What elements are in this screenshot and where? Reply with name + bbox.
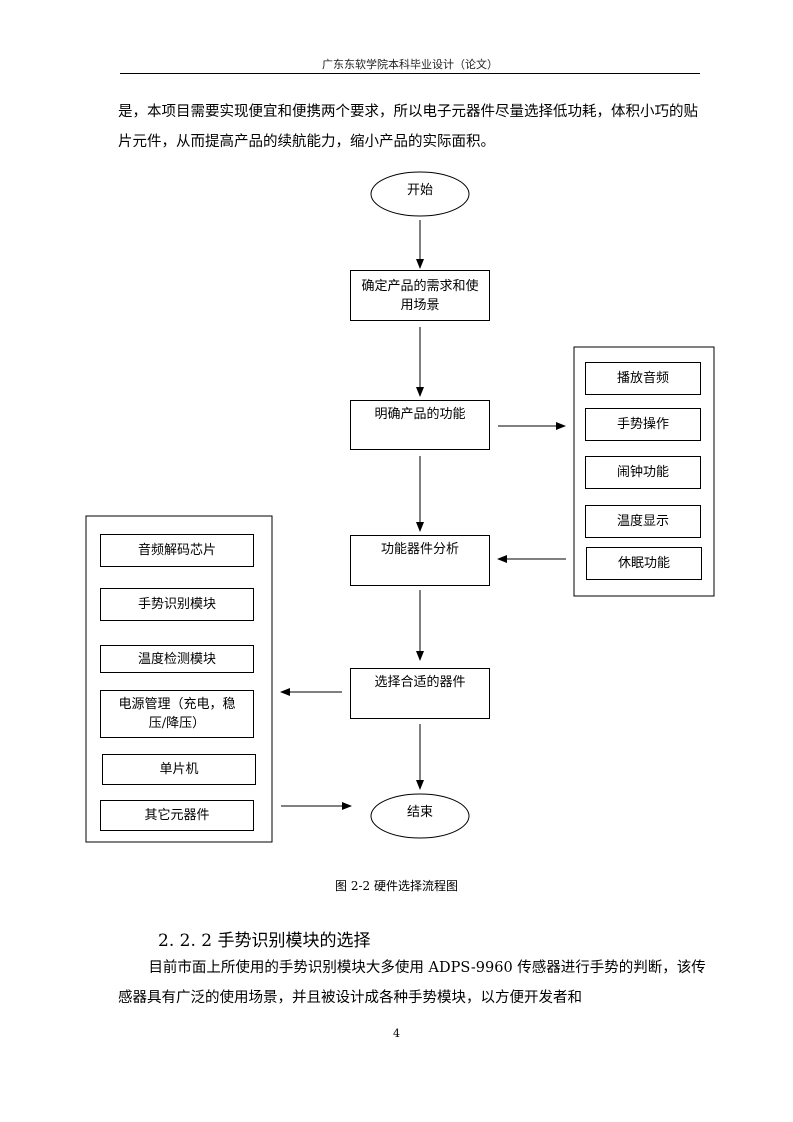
start-label: 开始: [406, 183, 433, 198]
function-item: 播放音频: [585, 362, 701, 395]
components-container: [85, 515, 273, 843]
page-number: 4: [393, 1027, 400, 1040]
section-title: 2. 2. 2 手势识别模块的选择: [158, 931, 371, 951]
component-item: 手势识别模块: [100, 588, 254, 621]
component-item: 单片机: [102, 754, 256, 785]
function-item: 闹钟功能: [585, 456, 701, 489]
start-ellipse: [370, 171, 470, 217]
step-analysis: 功能器件分析: [350, 535, 490, 586]
function-item: 手势操作: [585, 408, 701, 441]
function-item: 休眠功能: [586, 547, 702, 580]
end-ellipse: [370, 793, 470, 839]
page-header: 广东东软学院本科毕业设计（论文）: [322, 58, 498, 71]
component-item: 其它元器件: [100, 800, 254, 831]
component-item: 电源管理（充电，稳压/降压）: [100, 690, 254, 738]
paragraph-intro: 是，本项目需要实现便宜和便携两个要求，所以电子元器件尽量选择低功耗，体积小巧的贴…: [118, 104, 698, 150]
step-requirements: 确定产品的需求和使用场景: [350, 270, 490, 321]
component-item: 温度检测模块: [100, 645, 254, 673]
header-rule: [120, 73, 700, 74]
component-item: 音频解码芯片: [100, 534, 254, 567]
functions-container: [573, 346, 715, 597]
function-item: 温度显示: [585, 505, 701, 538]
paragraph-gesture: 目前市面上所使用的手势识别模块大多使用 ADPS-9960 传感器进行手势的判断…: [118, 960, 706, 1006]
step-functions: 明确产品的功能: [350, 400, 490, 450]
figure-caption: 图 2-2 硬件选择流程图: [335, 879, 458, 893]
end-label: 结束: [406, 805, 433, 820]
step-select: 选择合适的器件: [350, 668, 490, 719]
